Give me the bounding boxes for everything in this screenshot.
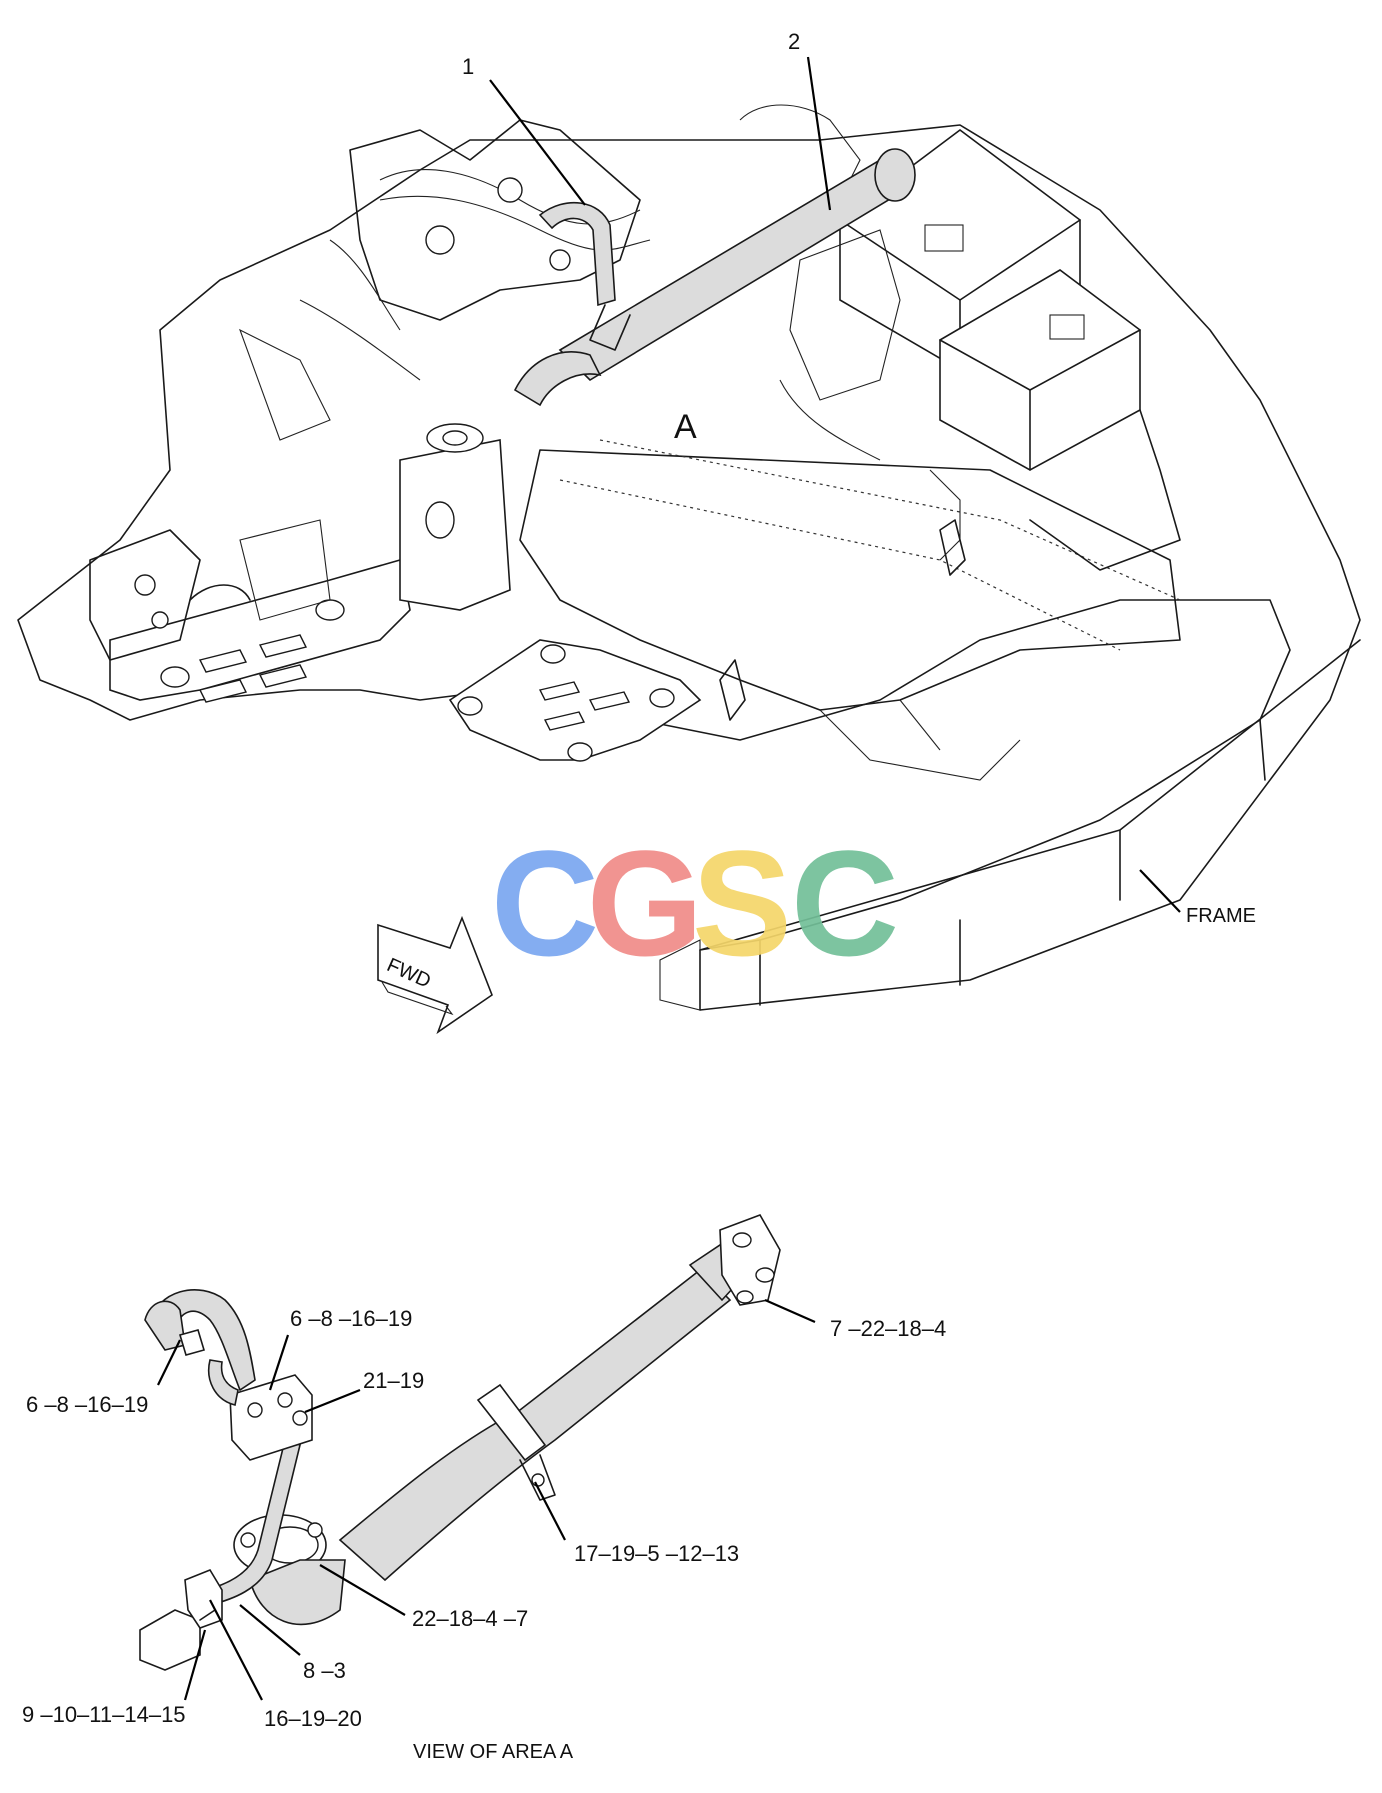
watermark-letter-s: S <box>692 819 792 987</box>
label-fitting: 9 –10–11–14–15 <box>22 1702 186 1727</box>
fwd-arrow-icon <box>377 915 493 1035</box>
leader-fitting-clamp <box>209 1599 263 1701</box>
label-elbow-flange: 22–18–4 –7 <box>412 1606 529 1631</box>
callout-area-a: A <box>674 408 697 446</box>
leader-elbow-flange <box>319 1564 406 1616</box>
callout-item-2: 2 <box>788 29 801 54</box>
watermark-letter-c2: C <box>791 819 899 987</box>
leader-mid-clamp <box>534 1481 566 1541</box>
label-mid-clamp: 17–19–5 –12–13 <box>574 1541 740 1566</box>
leader-frame <box>1139 869 1181 913</box>
leader-item-1 <box>489 79 586 206</box>
leader-left-clamp <box>157 1339 181 1386</box>
leader-flange-bolts <box>304 1388 361 1414</box>
label-left-clamp: 6 –8 –16–19 <box>26 1392 149 1417</box>
leader-right-flange <box>764 1298 816 1324</box>
watermark-logo: C G S C <box>491 819 899 987</box>
view-area-a <box>139 1214 781 1671</box>
leader-upper-clamp <box>268 1334 290 1391</box>
label-upper-clamp: 6 –8 –16–19 <box>290 1306 413 1331</box>
frame-assembly <box>17 104 1361 1011</box>
leader-fitting <box>183 1629 207 1701</box>
watermark-letter-c1: C <box>491 819 599 987</box>
callout-item-1: 1 <box>462 54 475 79</box>
label-fitting-clamp: 16–19–20 <box>264 1706 362 1731</box>
label-flange-bolts: 21–19 <box>363 1368 425 1393</box>
label-tube: 8 –3 <box>303 1658 346 1683</box>
view-caption: VIEW OF AREA A <box>413 1741 574 1763</box>
leader-tube <box>239 1604 301 1656</box>
label-right-flange: 7 –22–18–4 <box>830 1316 947 1341</box>
watermark-letter-g: G <box>587 819 704 987</box>
leader-item-2 <box>806 56 832 211</box>
callout-frame: FRAME <box>1186 905 1256 927</box>
